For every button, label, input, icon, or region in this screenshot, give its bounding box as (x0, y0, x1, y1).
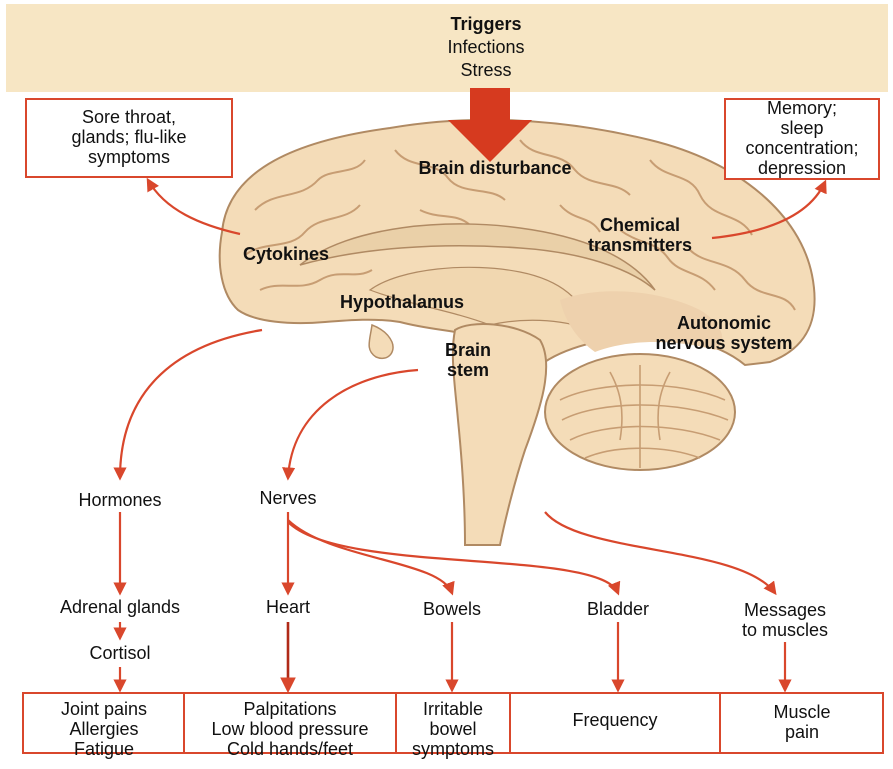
pituitary (369, 325, 393, 358)
label-nerves: Nerves (228, 488, 348, 508)
label-bladder: Bladder (562, 599, 674, 619)
label-chemical-transmitters: Chemical transmitters (565, 215, 715, 255)
label-brain-disturbance: Brain disturbance (380, 158, 610, 178)
label-hypothalamus: Hypothalamus (302, 292, 502, 312)
arrow-hypothalamus-to-hormones (120, 330, 262, 478)
arrow-brainstem-to-nerves (288, 370, 418, 478)
label-cortisol: Cortisol (60, 643, 180, 663)
arrow-stem-to-muscles (545, 512, 775, 593)
label-hormones: Hormones (50, 490, 190, 510)
label-cytokines: Cytokines (226, 244, 346, 264)
symptoms-hormonal: Joint pains Allergies Fatigue (28, 699, 180, 759)
label-messages-to-muscles: Messages to muscles (715, 600, 855, 640)
symptoms-heart: Palpitations Low blood pressure Cold han… (186, 699, 394, 759)
label-heart: Heart (238, 597, 338, 617)
label-autonomic-nervous-system: Autonomic nervous system (630, 313, 818, 353)
label-brain-stem: Brain stem (420, 340, 516, 380)
symptoms-bladder: Frequency (512, 710, 718, 730)
sore-throat-box: Sore throat, glands; flu-like symptoms (25, 98, 233, 178)
trigger-infections: Infections (396, 37, 576, 57)
triggers-title: Triggers (396, 14, 576, 34)
symptoms-muscle: Muscle pain (722, 702, 882, 742)
arrow-nerves-to-bladder (288, 522, 618, 593)
memory-box: Memory; sleep concentration; depression (724, 98, 880, 180)
label-adrenal-glands: Adrenal glands (30, 597, 210, 617)
symptoms-bowel: Irritable bowel symptoms (398, 699, 508, 759)
label-bowels: Bowels (400, 599, 504, 619)
trigger-stress: Stress (396, 60, 576, 80)
